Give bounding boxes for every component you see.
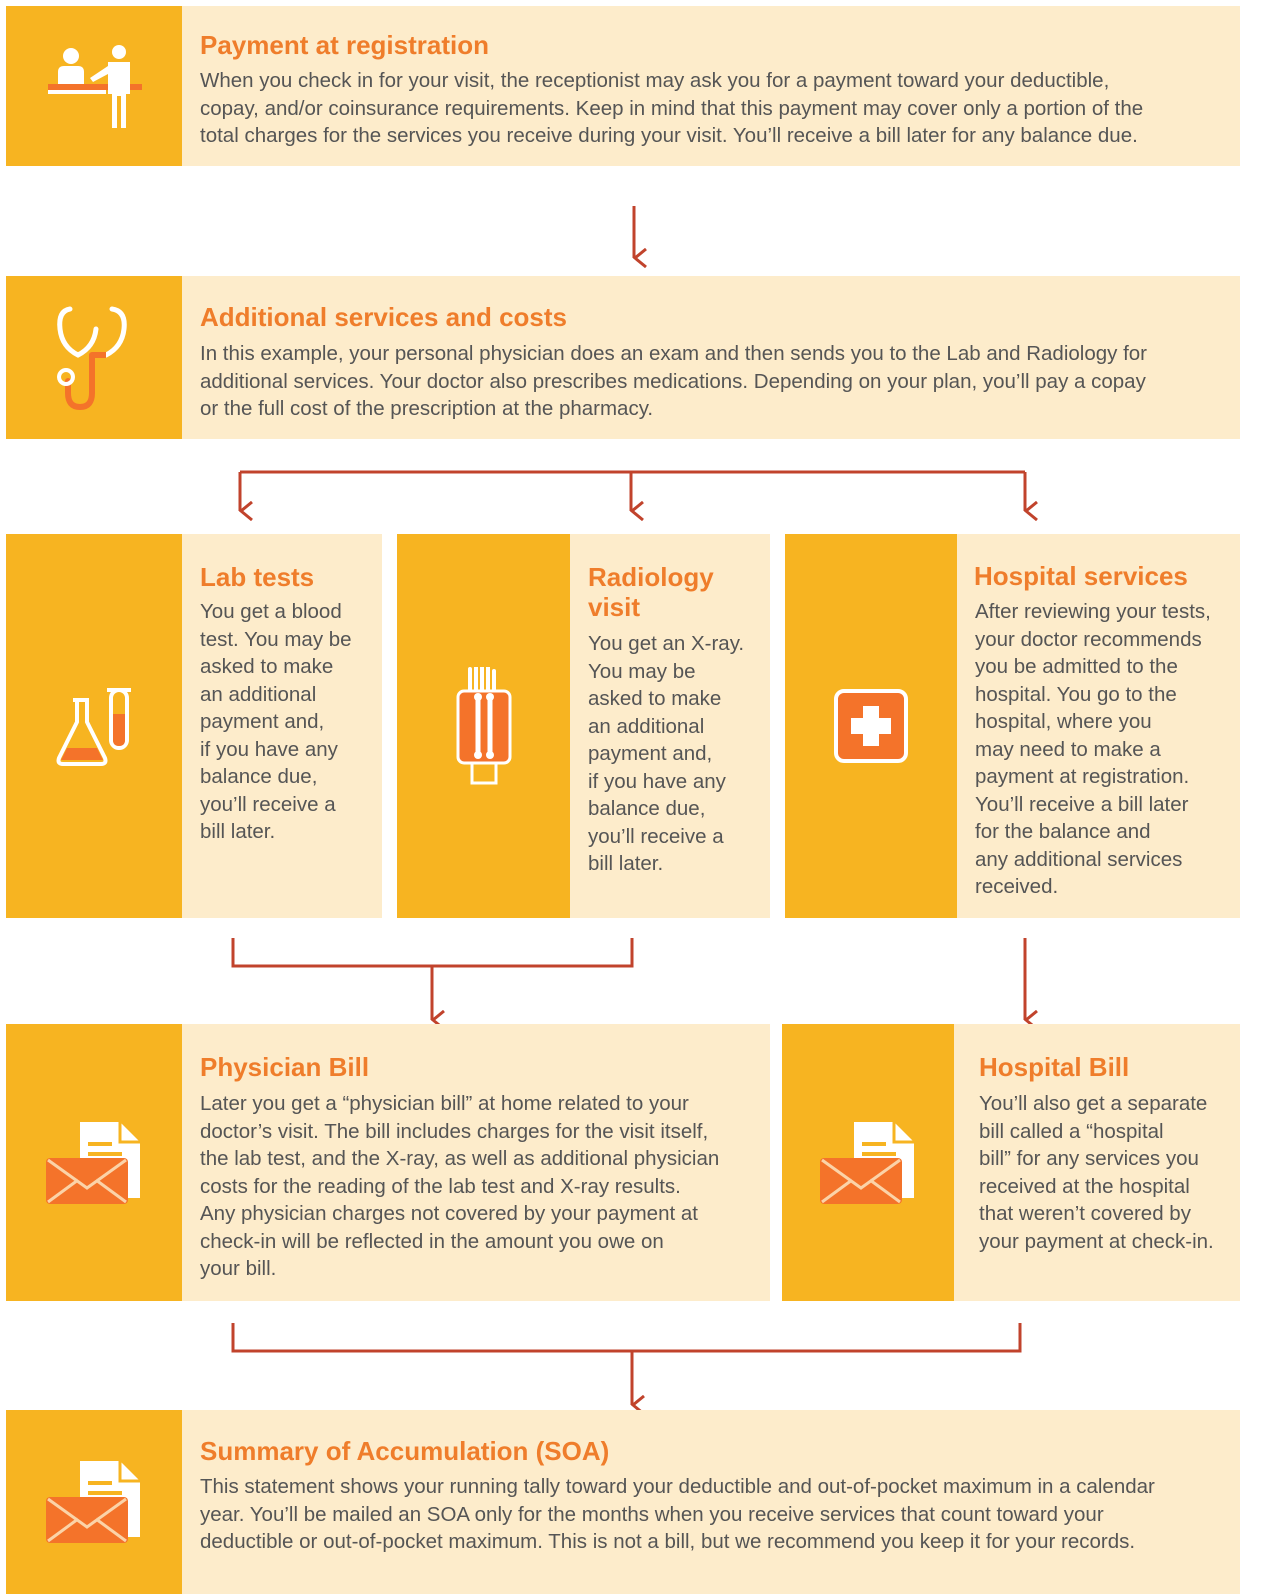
- xray-icon: [456, 667, 511, 785]
- lab-flask-icon: [56, 688, 131, 766]
- step-physician-bill: Physician Bill Later you get a “physicia…: [6, 1024, 770, 1301]
- step-hospital-bill: Hospital Bill You’ll also get a separate…: [782, 1024, 1240, 1301]
- step-title: Payment at registration: [200, 30, 489, 60]
- step-description: This statement shows your running tally …: [200, 1475, 1155, 1553]
- connector-lab-radiology-merge: [231, 938, 634, 968]
- icon-panel: [6, 276, 182, 439]
- step-description: You get an X-ray. You may be asked to ma…: [588, 632, 745, 875]
- icon-panel: [785, 534, 957, 918]
- mail-document-icon: [46, 1461, 140, 1543]
- icon-panel: [782, 1024, 954, 1301]
- mail-document-icon: [46, 1121, 140, 1204]
- icon-panel: [6, 1410, 182, 1594]
- step-description: After reviewing your tests, your doctor …: [975, 600, 1211, 898]
- step-description: You get a blood test. You may be asked t…: [200, 600, 352, 843]
- step-hospital-services: Hospital services After reviewing your t…: [785, 534, 1240, 918]
- step-description: Later you get a “physician bill” at home…: [200, 1092, 720, 1280]
- step-title: Summary of Accumulation (SOA): [200, 1436, 610, 1466]
- connector-bills-merge: [231, 1323, 1022, 1353]
- medical-cross-icon: [834, 689, 908, 763]
- icon-panel: [397, 534, 570, 918]
- step-description: When you check in for your visit, the re…: [200, 69, 1144, 147]
- step-title: Hospital services: [974, 561, 1188, 591]
- step-additional-services: Additional services and costs In this ex…: [6, 276, 1240, 439]
- mail-document-icon: [820, 1121, 914, 1204]
- receptionist-icon: [48, 45, 142, 128]
- step-summary-of-accumulation: Summary of Accumulation (SOA) This state…: [6, 1410, 1240, 1594]
- step-title: Additional services and costs: [200, 302, 568, 332]
- step-title: Lab tests: [200, 562, 315, 592]
- step-title: Hospital Bill: [979, 1052, 1130, 1082]
- step-radiology-visit: Radiology visit You get an X-ray. You ma…: [397, 534, 770, 918]
- step-description: You’ll also get a separate bill called a…: [979, 1092, 1214, 1253]
- step-title: Radiology visit: [588, 562, 714, 622]
- step-description: In this example, your personal physician…: [200, 342, 1148, 420]
- step-title: Physician Bill: [200, 1052, 370, 1082]
- step-lab-tests: Lab tests You get a blood test. You may …: [6, 534, 382, 918]
- icon-panel: [6, 6, 182, 166]
- stethoscope-icon: [57, 306, 127, 410]
- icon-panel: [6, 1024, 182, 1301]
- icon-panel: [6, 534, 182, 918]
- step-payment-registration: Payment at registration When you check i…: [6, 6, 1240, 166]
